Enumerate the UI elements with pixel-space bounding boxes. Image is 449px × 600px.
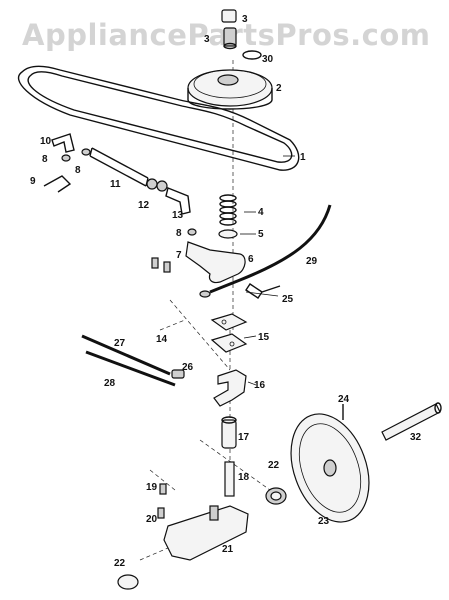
callout-16: 16 bbox=[254, 380, 266, 391]
callout-11: 11 bbox=[110, 179, 121, 190]
callout-7: 7 bbox=[176, 250, 182, 261]
part-13-elbow-tube bbox=[165, 187, 191, 215]
part-9-wire-clip bbox=[43, 175, 72, 193]
callout-3b: 3 bbox=[204, 34, 210, 45]
part-22-bushing-upper bbox=[265, 487, 287, 505]
callout-5: 5 bbox=[258, 229, 264, 240]
callout-15: 15 bbox=[258, 332, 270, 343]
part-25-cable-fitting bbox=[245, 283, 281, 299]
part-19-screw bbox=[159, 483, 167, 495]
callout-21: 21 bbox=[222, 544, 234, 555]
callout-22a: 22 bbox=[268, 460, 280, 471]
callout-8b: 8 bbox=[75, 165, 81, 176]
callout-27: 27 bbox=[114, 338, 126, 349]
part-10-elbow bbox=[51, 133, 75, 153]
callout-2: 2 bbox=[276, 83, 282, 94]
callout-12: 12 bbox=[138, 200, 150, 211]
part-29-cable bbox=[209, 204, 332, 294]
callout-24: 24 bbox=[338, 394, 350, 405]
part-17-shaft-collar bbox=[221, 416, 237, 449]
callout-30: 30 bbox=[262, 54, 274, 65]
callout-17: 17 bbox=[238, 432, 250, 443]
part-18-shaft bbox=[224, 461, 235, 497]
part-4-spring bbox=[219, 194, 237, 226]
part-20-screw bbox=[157, 507, 165, 519]
callout-labels: 1 2 3 3 30 4 5 6 7 8 8 8 9 10 11 12 13 2… bbox=[30, 14, 422, 569]
callout-9: 9 bbox=[30, 176, 36, 187]
part-1-drive-belt bbox=[17, 65, 300, 171]
callout-19: 19 bbox=[146, 482, 158, 493]
callout-3a: 3 bbox=[242, 14, 248, 25]
callout-28: 28 bbox=[104, 378, 116, 389]
part-23-lower-pulley bbox=[290, 413, 370, 523]
callout-8c: 8 bbox=[176, 228, 182, 239]
part-11-tube bbox=[89, 147, 149, 187]
callout-8a: 8 bbox=[42, 154, 48, 165]
part-15-clamp-plates bbox=[210, 313, 248, 353]
part-22-washer-lower bbox=[117, 574, 139, 590]
part-16-bracket bbox=[213, 369, 247, 407]
part-7-clip bbox=[151, 257, 171, 273]
part-5-washer bbox=[218, 229, 238, 239]
callout-14: 14 bbox=[156, 334, 168, 345]
leader-lines bbox=[240, 155, 295, 386]
callout-13: 13 bbox=[172, 210, 184, 221]
part-30-retaining-ring bbox=[242, 50, 262, 60]
part-21-housing-stud bbox=[209, 505, 219, 521]
part-3-nut-spacer bbox=[221, 9, 237, 50]
part-28-rod bbox=[85, 350, 176, 387]
callout-20: 20 bbox=[146, 514, 158, 525]
callout-6: 6 bbox=[248, 254, 254, 265]
callout-32: 32 bbox=[410, 432, 422, 443]
callout-22b: 22 bbox=[114, 558, 126, 569]
callout-26: 26 bbox=[182, 362, 194, 373]
part-12-couplings bbox=[146, 178, 168, 192]
callout-4: 4 bbox=[258, 207, 264, 218]
part-26-rod-end bbox=[171, 369, 185, 379]
callout-1: 1 bbox=[300, 152, 306, 163]
part-29-cable-end bbox=[199, 290, 211, 298]
callout-18: 18 bbox=[238, 472, 250, 483]
part-21-gear-housing bbox=[163, 505, 249, 561]
part-14-pin bbox=[159, 319, 186, 331]
part-27-rod bbox=[81, 334, 171, 376]
part-32-axle-rod bbox=[381, 402, 442, 441]
part-2-upper-pulley bbox=[187, 69, 273, 110]
part-8-screws bbox=[61, 148, 197, 236]
callout-25: 25 bbox=[282, 294, 294, 305]
callout-10: 10 bbox=[40, 136, 52, 147]
callout-23: 23 bbox=[318, 516, 330, 527]
callout-29: 29 bbox=[306, 256, 318, 267]
part-6-idler-bracket bbox=[185, 241, 246, 284]
